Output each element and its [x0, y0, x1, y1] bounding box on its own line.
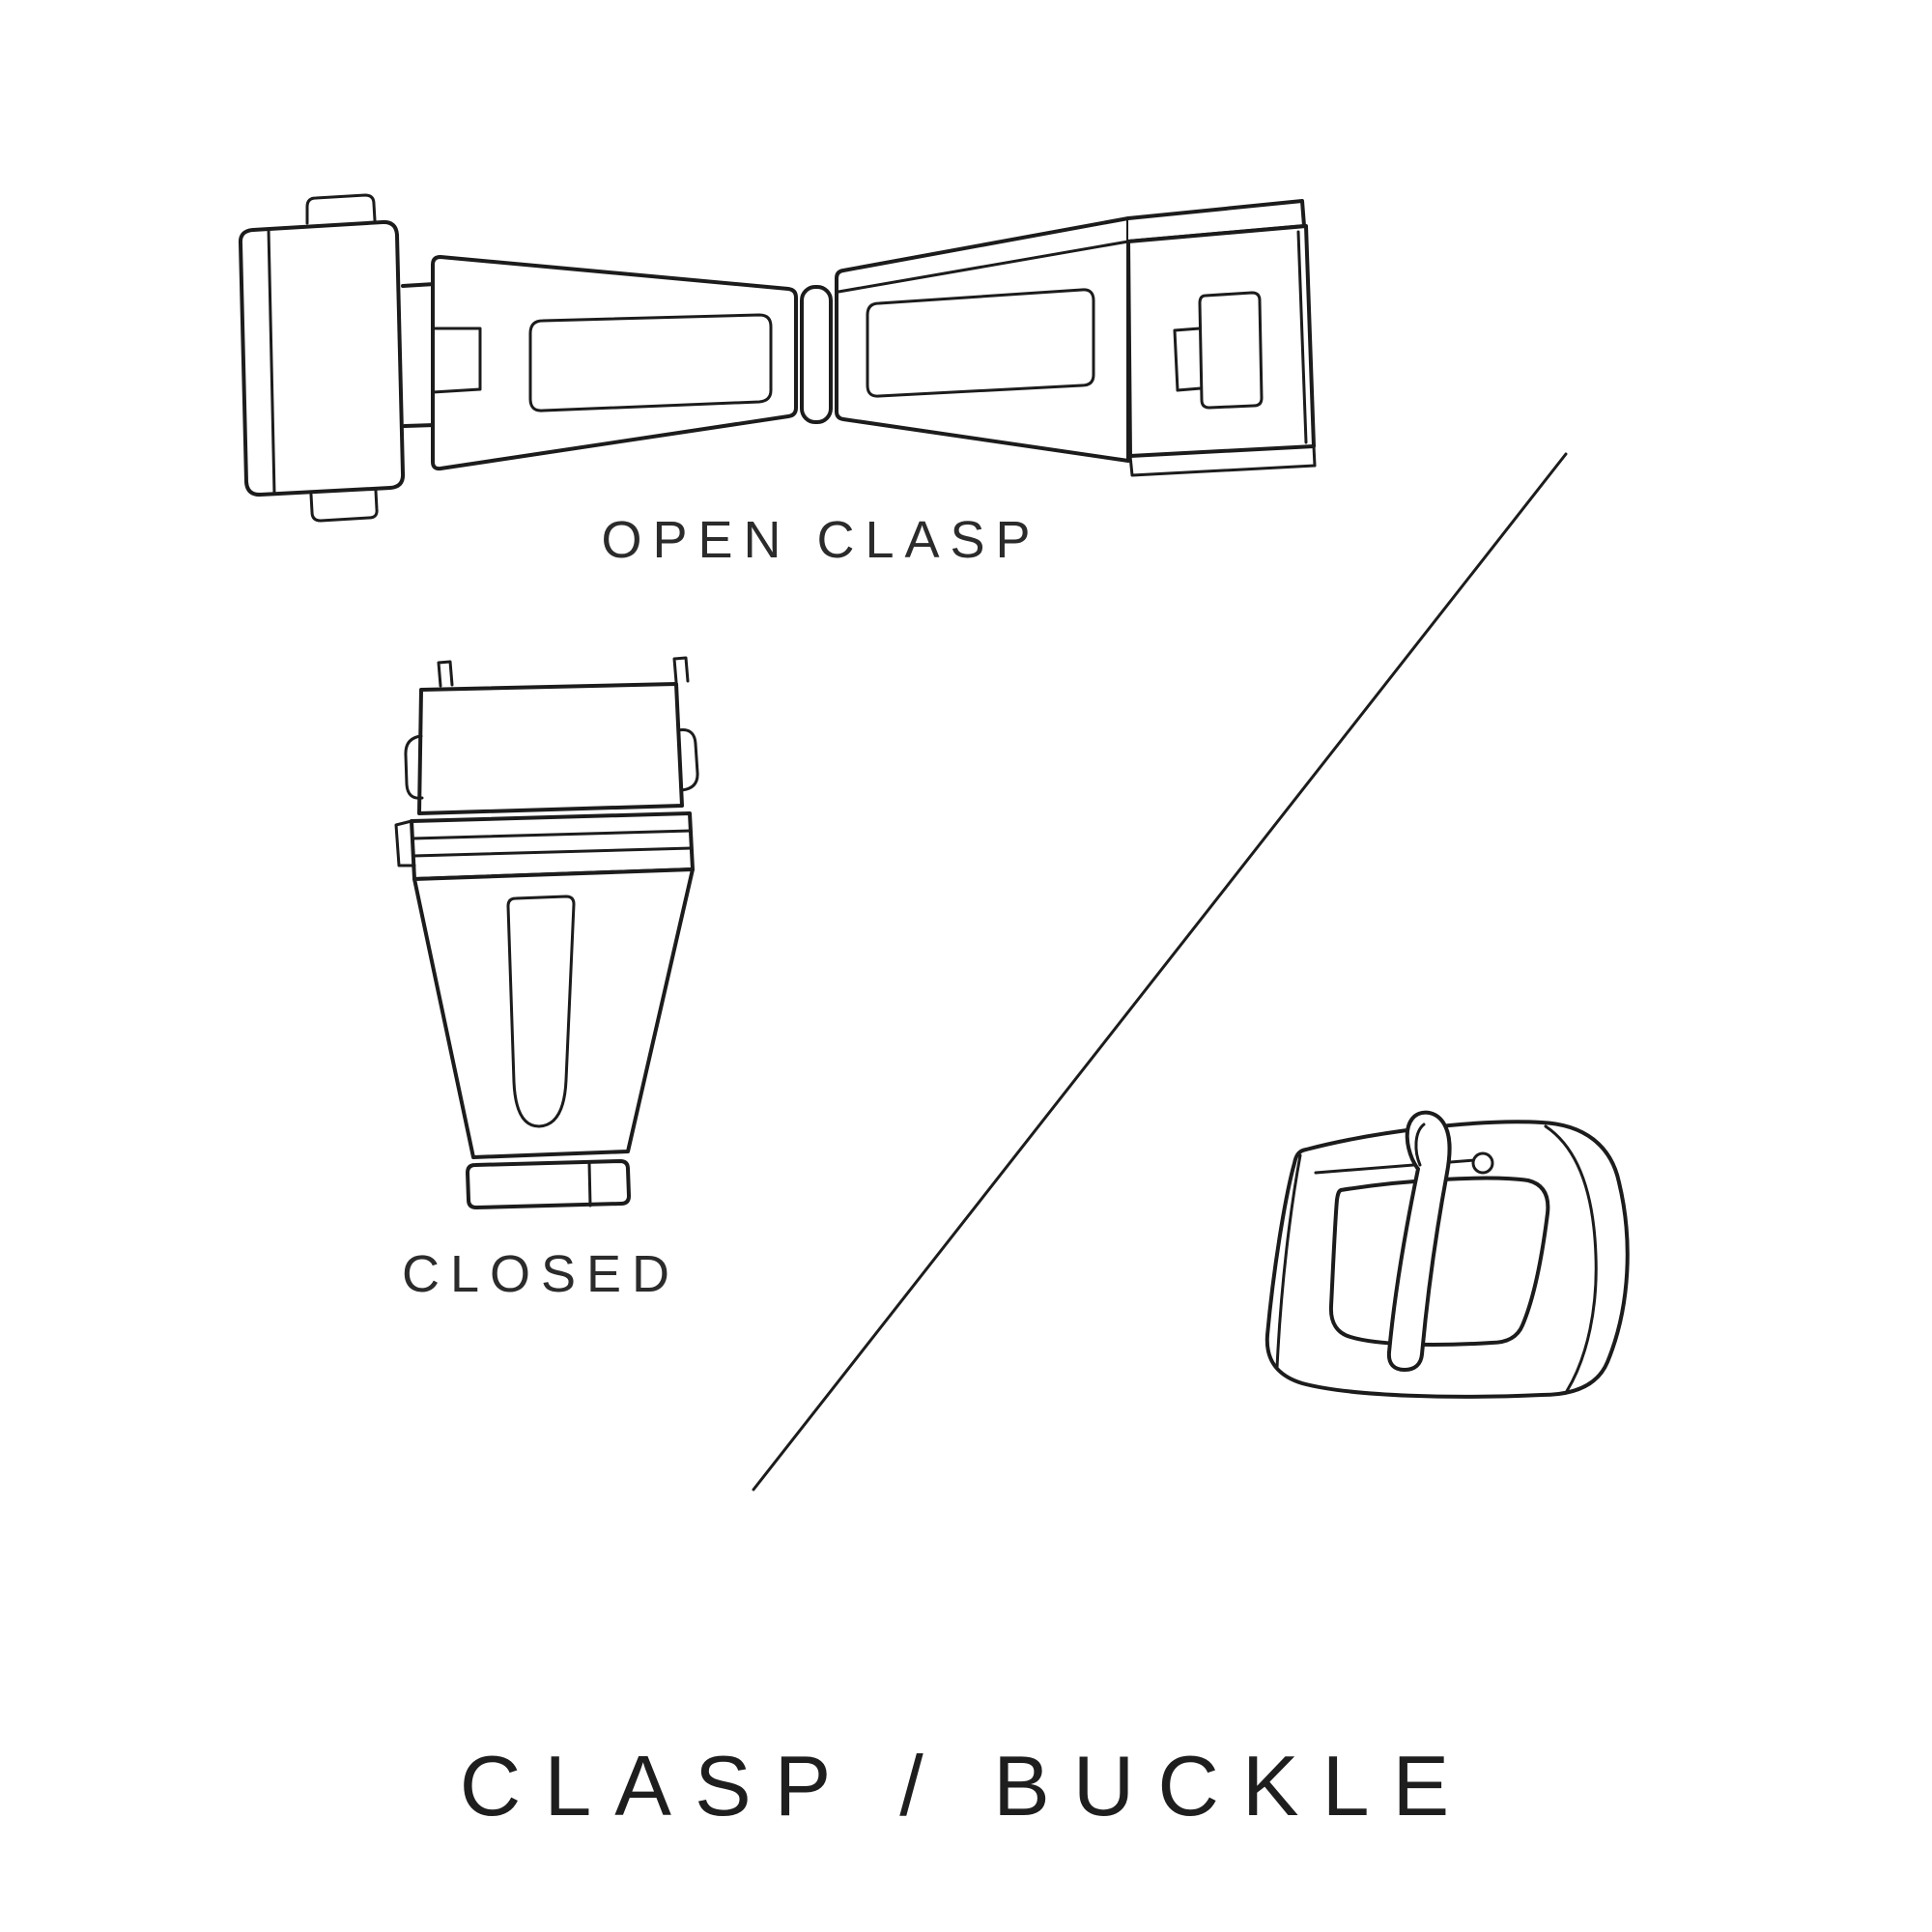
page-title: CLASP / BUCKLE — [459, 1738, 1473, 1833]
open-clasp-label: OPEN CLASP — [601, 511, 1041, 569]
buckle-drawing-icon — [1267, 1113, 1628, 1397]
closed-clasp-drawing-icon — [396, 658, 697, 1208]
diagonal-divider-line — [753, 454, 1566, 1490]
closed-clasp-label: CLOSED — [401, 1245, 681, 1303]
open-clasp-drawing-icon — [241, 195, 1315, 521]
